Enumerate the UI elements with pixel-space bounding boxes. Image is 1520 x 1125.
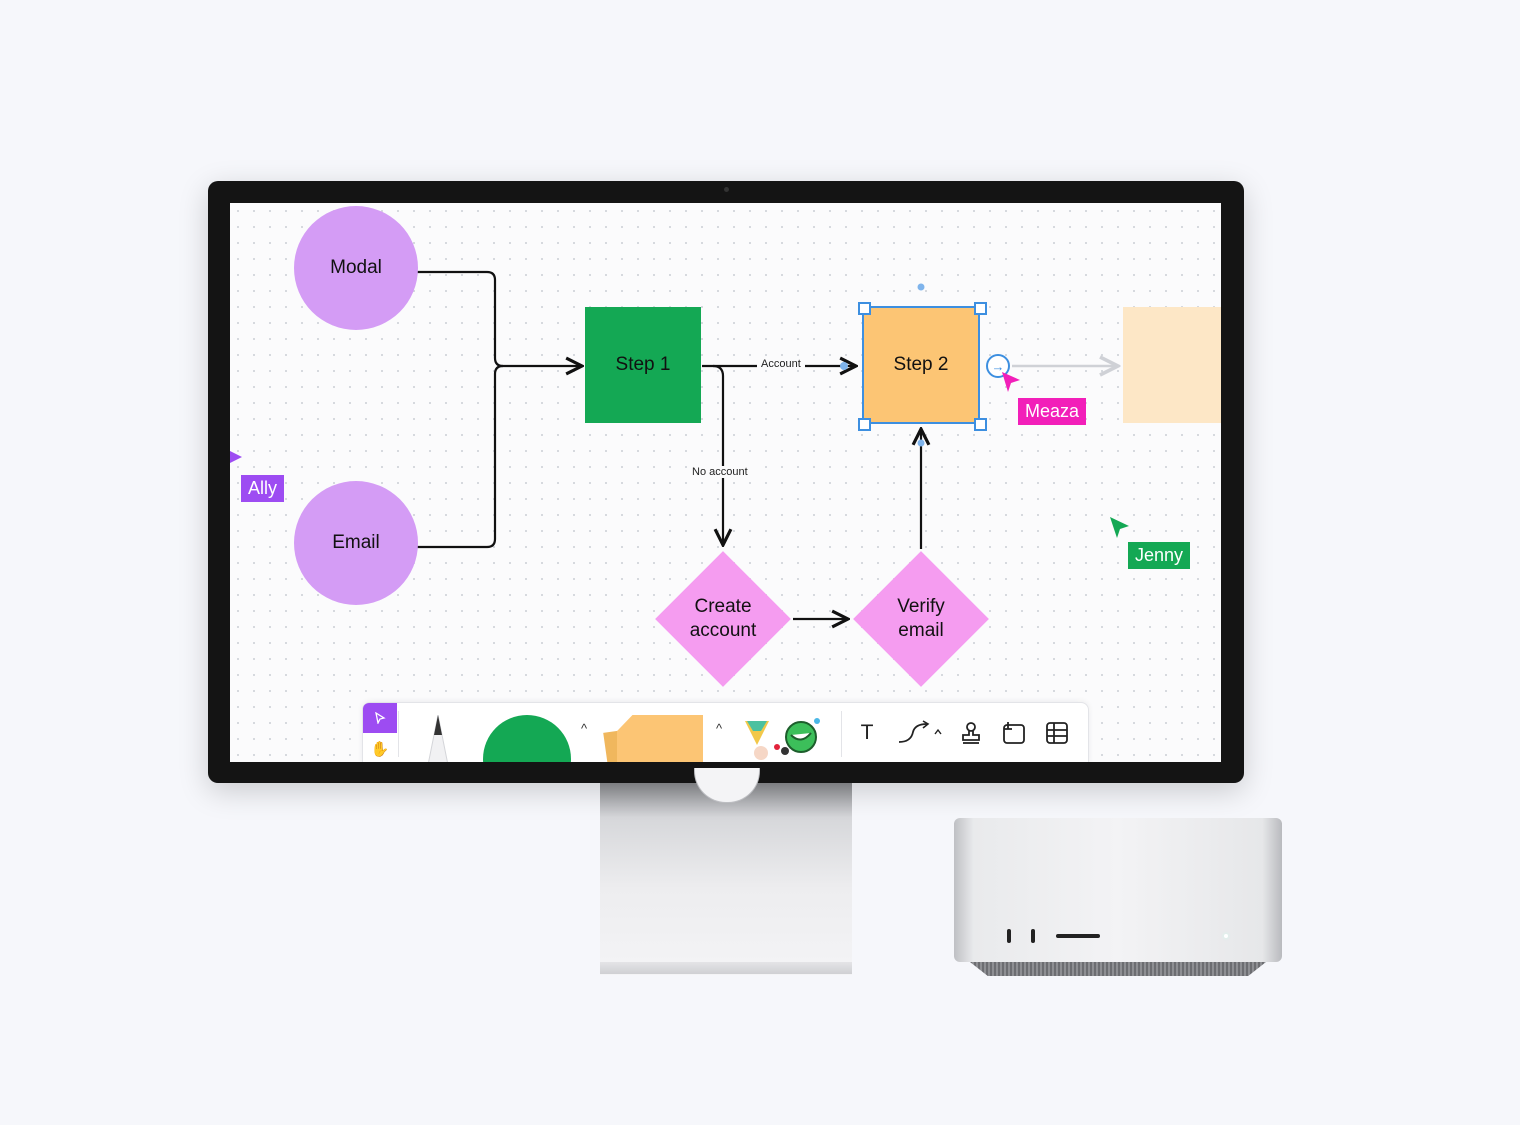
select-icon xyxy=(375,712,386,724)
camera xyxy=(724,187,729,192)
stickers-graphic xyxy=(745,718,820,760)
monitor-stand-foot xyxy=(600,962,852,974)
studio-display: Modal Email Step 1 Step 2 Create account… xyxy=(208,181,1244,783)
edge-modal-step1 xyxy=(416,270,582,366)
pen-icon[interactable] xyxy=(421,715,455,762)
usb-c-port xyxy=(1031,929,1035,943)
mac-studio-vent xyxy=(970,962,1266,976)
resize-handle-br[interactable] xyxy=(974,418,987,431)
edge-label-no-account: No account xyxy=(688,466,752,478)
node-verify-email[interactable]: Verify email xyxy=(853,551,989,687)
connector-icon xyxy=(898,720,942,743)
connector-tool-button[interactable] xyxy=(893,719,943,747)
cursor-tag-ally: Ally xyxy=(241,475,285,502)
cursor-tag-meaza: Meaza xyxy=(1018,398,1087,425)
cursor-ally-icon xyxy=(230,451,242,463)
ghost-shape-preview xyxy=(1123,307,1221,423)
cursor-jenny-icon xyxy=(1110,517,1129,538)
hand-icon: ✋ xyxy=(370,741,390,758)
node-verify-email-label: Verify email xyxy=(897,596,945,641)
cursor-meaza-icon xyxy=(1002,372,1020,392)
sticky-expand-chevron-icon[interactable]: ^ xyxy=(716,721,723,736)
node-create-account-label: Create account xyxy=(689,596,757,641)
resize-handle-tl[interactable] xyxy=(858,302,871,315)
toolbar-divider xyxy=(841,711,842,757)
table-icon xyxy=(1046,722,1068,744)
node-step1-label: Step 1 xyxy=(615,354,671,375)
edge-step1-create xyxy=(712,364,723,545)
text-tool-button[interactable]: T xyxy=(853,719,881,747)
table-tool-button[interactable] xyxy=(1043,719,1071,747)
whiteboard-canvas[interactable]: Modal Email Step 1 Step 2 Create account… xyxy=(230,203,1221,762)
edge-email-step1 xyxy=(416,364,504,549)
toolbar-divider xyxy=(398,711,399,757)
text-icon: T xyxy=(860,721,874,744)
select-tool-button[interactable] xyxy=(363,703,397,733)
edge-label-account: Account xyxy=(757,358,805,370)
resize-handle-tr[interactable] xyxy=(974,302,987,315)
stamp-icon xyxy=(962,722,980,744)
stamp-tool-button[interactable] xyxy=(957,719,985,747)
node-step2[interactable]: Step 2 xyxy=(862,306,980,424)
monitor-stand xyxy=(600,783,852,975)
node-modal-label: Modal xyxy=(330,257,382,278)
sd-card-slot xyxy=(1056,934,1100,938)
creation-toolbar: ✋ ^ ^ xyxy=(362,702,1089,762)
mac-studio xyxy=(954,818,1282,962)
frame-icon xyxy=(1003,722,1025,744)
resize-handle-bl[interactable] xyxy=(858,418,871,431)
stickers-icon[interactable] xyxy=(739,715,825,762)
shape-icon[interactable] xyxy=(483,715,571,762)
node-step2-label: Step 2 xyxy=(893,354,949,375)
node-modal[interactable]: Modal xyxy=(294,206,418,330)
connectors xyxy=(416,270,1221,762)
sticky-note-icon[interactable] xyxy=(603,715,703,762)
power-led xyxy=(1224,934,1228,938)
usb-c-port xyxy=(1007,929,1011,943)
node-step1[interactable]: Step 1 xyxy=(585,307,701,423)
node-email[interactable]: Email xyxy=(294,481,418,605)
node-create-account[interactable]: Create account xyxy=(655,551,791,687)
node-email-label: Email xyxy=(332,532,380,553)
shape-expand-chevron-icon[interactable]: ^ xyxy=(581,721,588,736)
hand-tool-button[interactable]: ✋ xyxy=(363,734,397,762)
cursor-tag-jenny: Jenny xyxy=(1128,542,1191,569)
frame-tool-button[interactable] xyxy=(1000,719,1028,747)
